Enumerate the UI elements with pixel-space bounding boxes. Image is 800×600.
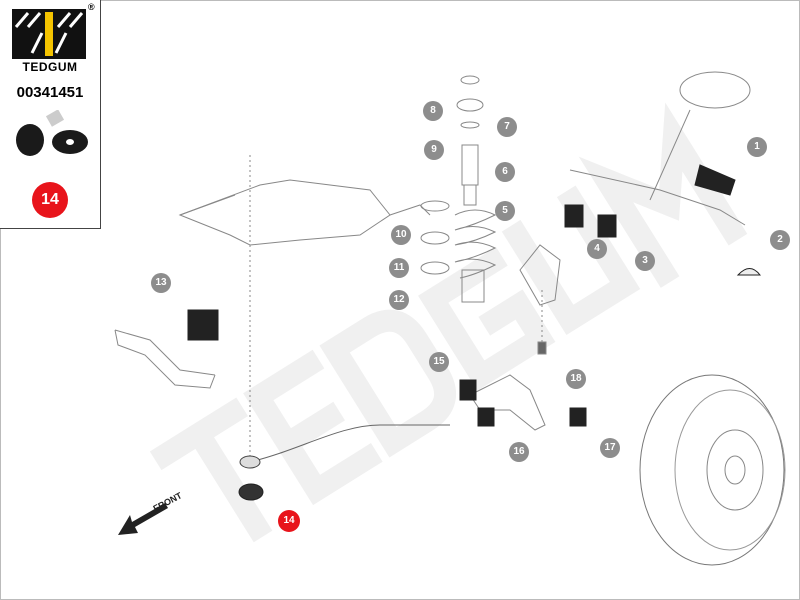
callout-18[interactable]: 18 [566,369,586,389]
callout-1[interactable]: 1 [747,137,767,157]
callout-17[interactable]: 17 [600,438,620,458]
callout-15[interactable]: 15 [429,352,449,372]
steering-wheel [679,71,751,109]
callout-10[interactable]: 10 [391,225,411,245]
subframe [178,179,391,246]
callout-11[interactable]: 11 [389,258,409,278]
steering-boot [694,164,736,196]
product-info-box: ® TEDGUM 00341451 14 [0,0,101,229]
callout-13[interactable]: 13 [151,273,171,293]
front-arrow-icon [118,503,168,535]
stabilizer-bushing [187,309,219,341]
callout-14[interactable]: 14 [278,510,300,532]
callout-6[interactable]: 6 [495,162,515,182]
registered-mark: ® [88,2,95,12]
callout-3[interactable]: 3 [635,251,655,271]
callout-8[interactable]: 8 [423,101,443,121]
tie-link [249,424,450,463]
callout-9[interactable]: 9 [424,140,444,160]
brand-name: TEDGUM [22,60,78,74]
callout-5[interactable]: 5 [495,201,515,221]
bushing-14 [238,483,264,501]
callout-2[interactable]: 2 [770,230,790,250]
callout-4[interactable]: 4 [587,239,607,259]
callout-12[interactable]: 12 [389,290,409,310]
callout-7[interactable]: 7 [497,117,517,137]
tie-rod-end [736,268,762,276]
stabilizer-bar [114,329,216,389]
spring [454,209,497,279]
tedgum-logo [12,9,86,59]
callout-16[interactable]: 16 [509,442,529,462]
product-thumbnail [16,110,88,156]
knuckle [519,244,561,306]
position-badge: 14 [32,182,68,218]
wheel [639,374,785,566]
part-number: 00341451 [16,84,84,101]
